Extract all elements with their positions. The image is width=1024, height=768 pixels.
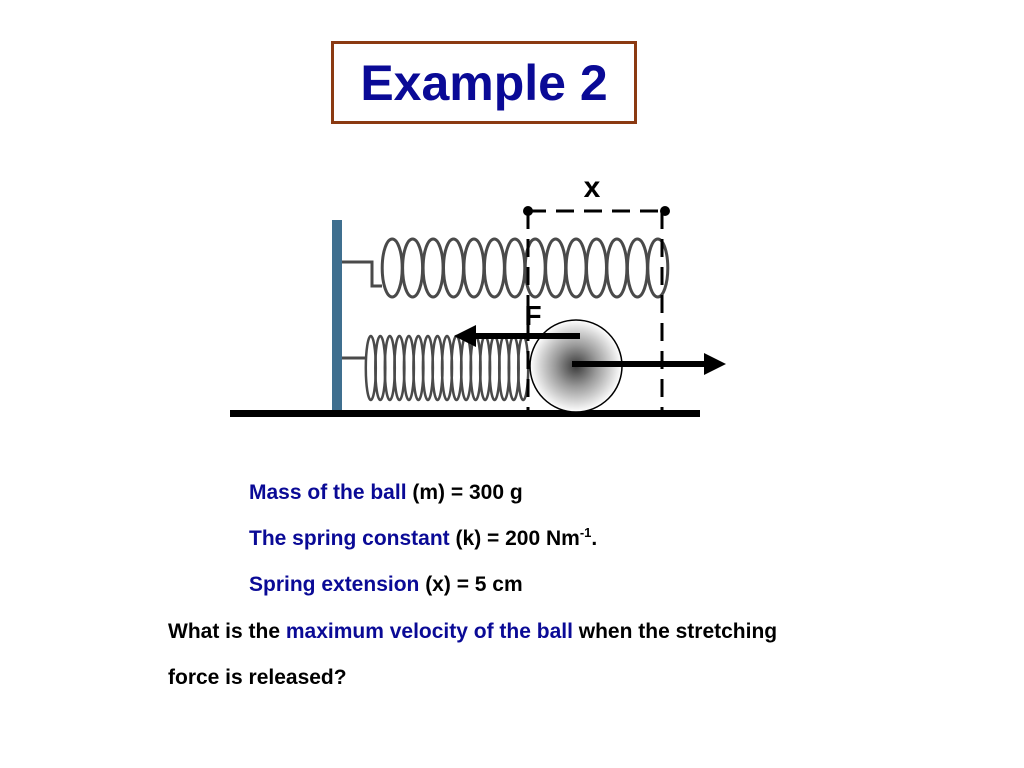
spring-coil [625,237,649,299]
spring-coil [646,237,670,299]
question-line-2: force is released? [168,667,347,688]
stretched-spring [342,237,670,299]
ground-line [230,410,700,417]
given-spring-constant-label: The spring constant [249,527,450,550]
velocity-arrow-right [572,353,726,375]
given-extension-label: Spring extension [249,573,420,596]
spring-coil [503,237,527,299]
spring-coil [380,237,404,299]
spring-coil [442,237,465,299]
given-extension: Spring extension (x) = 5 cm [249,574,523,595]
page-title: Example 2 [360,54,608,111]
spring-coil [585,237,608,299]
given-mass-value: (m) = 300 g [406,481,523,504]
spring-coil [605,237,629,299]
spring-coil [544,237,568,299]
given-spring-constant-exponent: -1 [579,525,592,540]
force-label: F [524,300,541,331]
question-part-1: What is the [168,620,286,643]
question-line-2-text: force is released? [168,666,347,689]
extension-marker [526,209,665,410]
marker-dot-right [660,206,670,216]
title-box: Example 2 [331,41,637,124]
given-spring-constant: The spring constant (k) = 200 Nm-1. [249,525,598,550]
given-mass: Mass of the ball (m) = 300 g [249,482,523,503]
wall [332,220,342,410]
marker-dot-left [523,206,533,216]
spring-coil [462,237,486,299]
extension-label: x [584,171,601,204]
given-mass-label: Mass of the ball [249,481,407,504]
question-highlight: maximum velocity of the ball [285,620,573,643]
spring-coil [564,237,588,299]
question-part-2: when the stretching [572,620,778,643]
given-extension-value: (x) = 5 cm [419,573,523,596]
compressed-spring [342,334,530,402]
given-spring-constant-tail: . [591,527,598,550]
given-spring-constant-value: (k) = 200 Nm [449,527,580,550]
question-line-1: What is the maximum velocity of the ball… [168,621,777,642]
spring-coil [482,237,506,299]
force-arrow-left [454,325,580,347]
spring-coil [421,237,445,299]
spring-coil [401,237,425,299]
